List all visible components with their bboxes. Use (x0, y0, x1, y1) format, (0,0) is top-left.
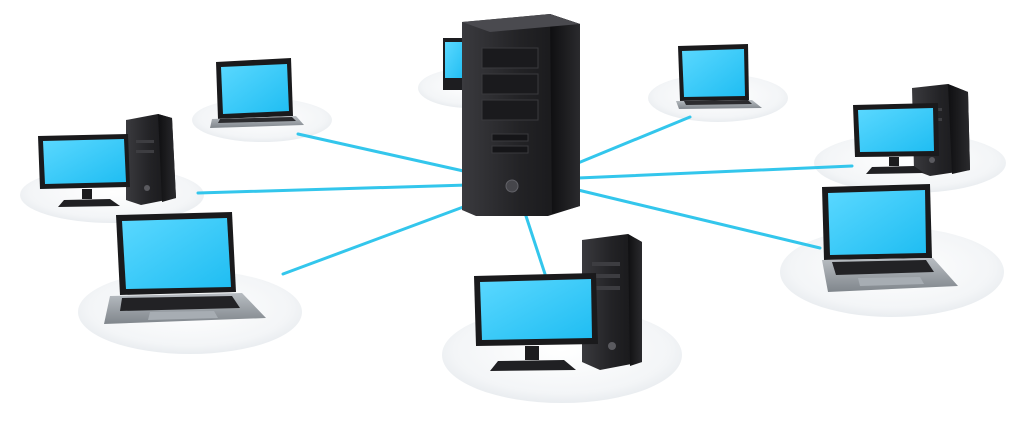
link-desktop-right (576, 164, 854, 180)
node-server-tower (462, 14, 580, 216)
node-desktop-bottom-center (474, 234, 642, 371)
node-laptop-top-right (676, 44, 762, 109)
link-laptop-top-right (576, 115, 692, 165)
link-desktop-left (196, 183, 470, 195)
link-laptop-bottom-left (281, 201, 476, 276)
node-desktop-left (38, 114, 176, 207)
node-desktop-right (853, 84, 970, 176)
link-desktop-bottom-center (523, 211, 547, 276)
connection-lines (196, 115, 854, 276)
node-laptop-bottom-left (104, 212, 266, 324)
link-laptop-bottom-right (576, 188, 822, 250)
node-laptop-bottom-right (822, 184, 958, 292)
link-laptop-top-left (296, 132, 470, 174)
node-laptop-top-left (210, 58, 304, 128)
